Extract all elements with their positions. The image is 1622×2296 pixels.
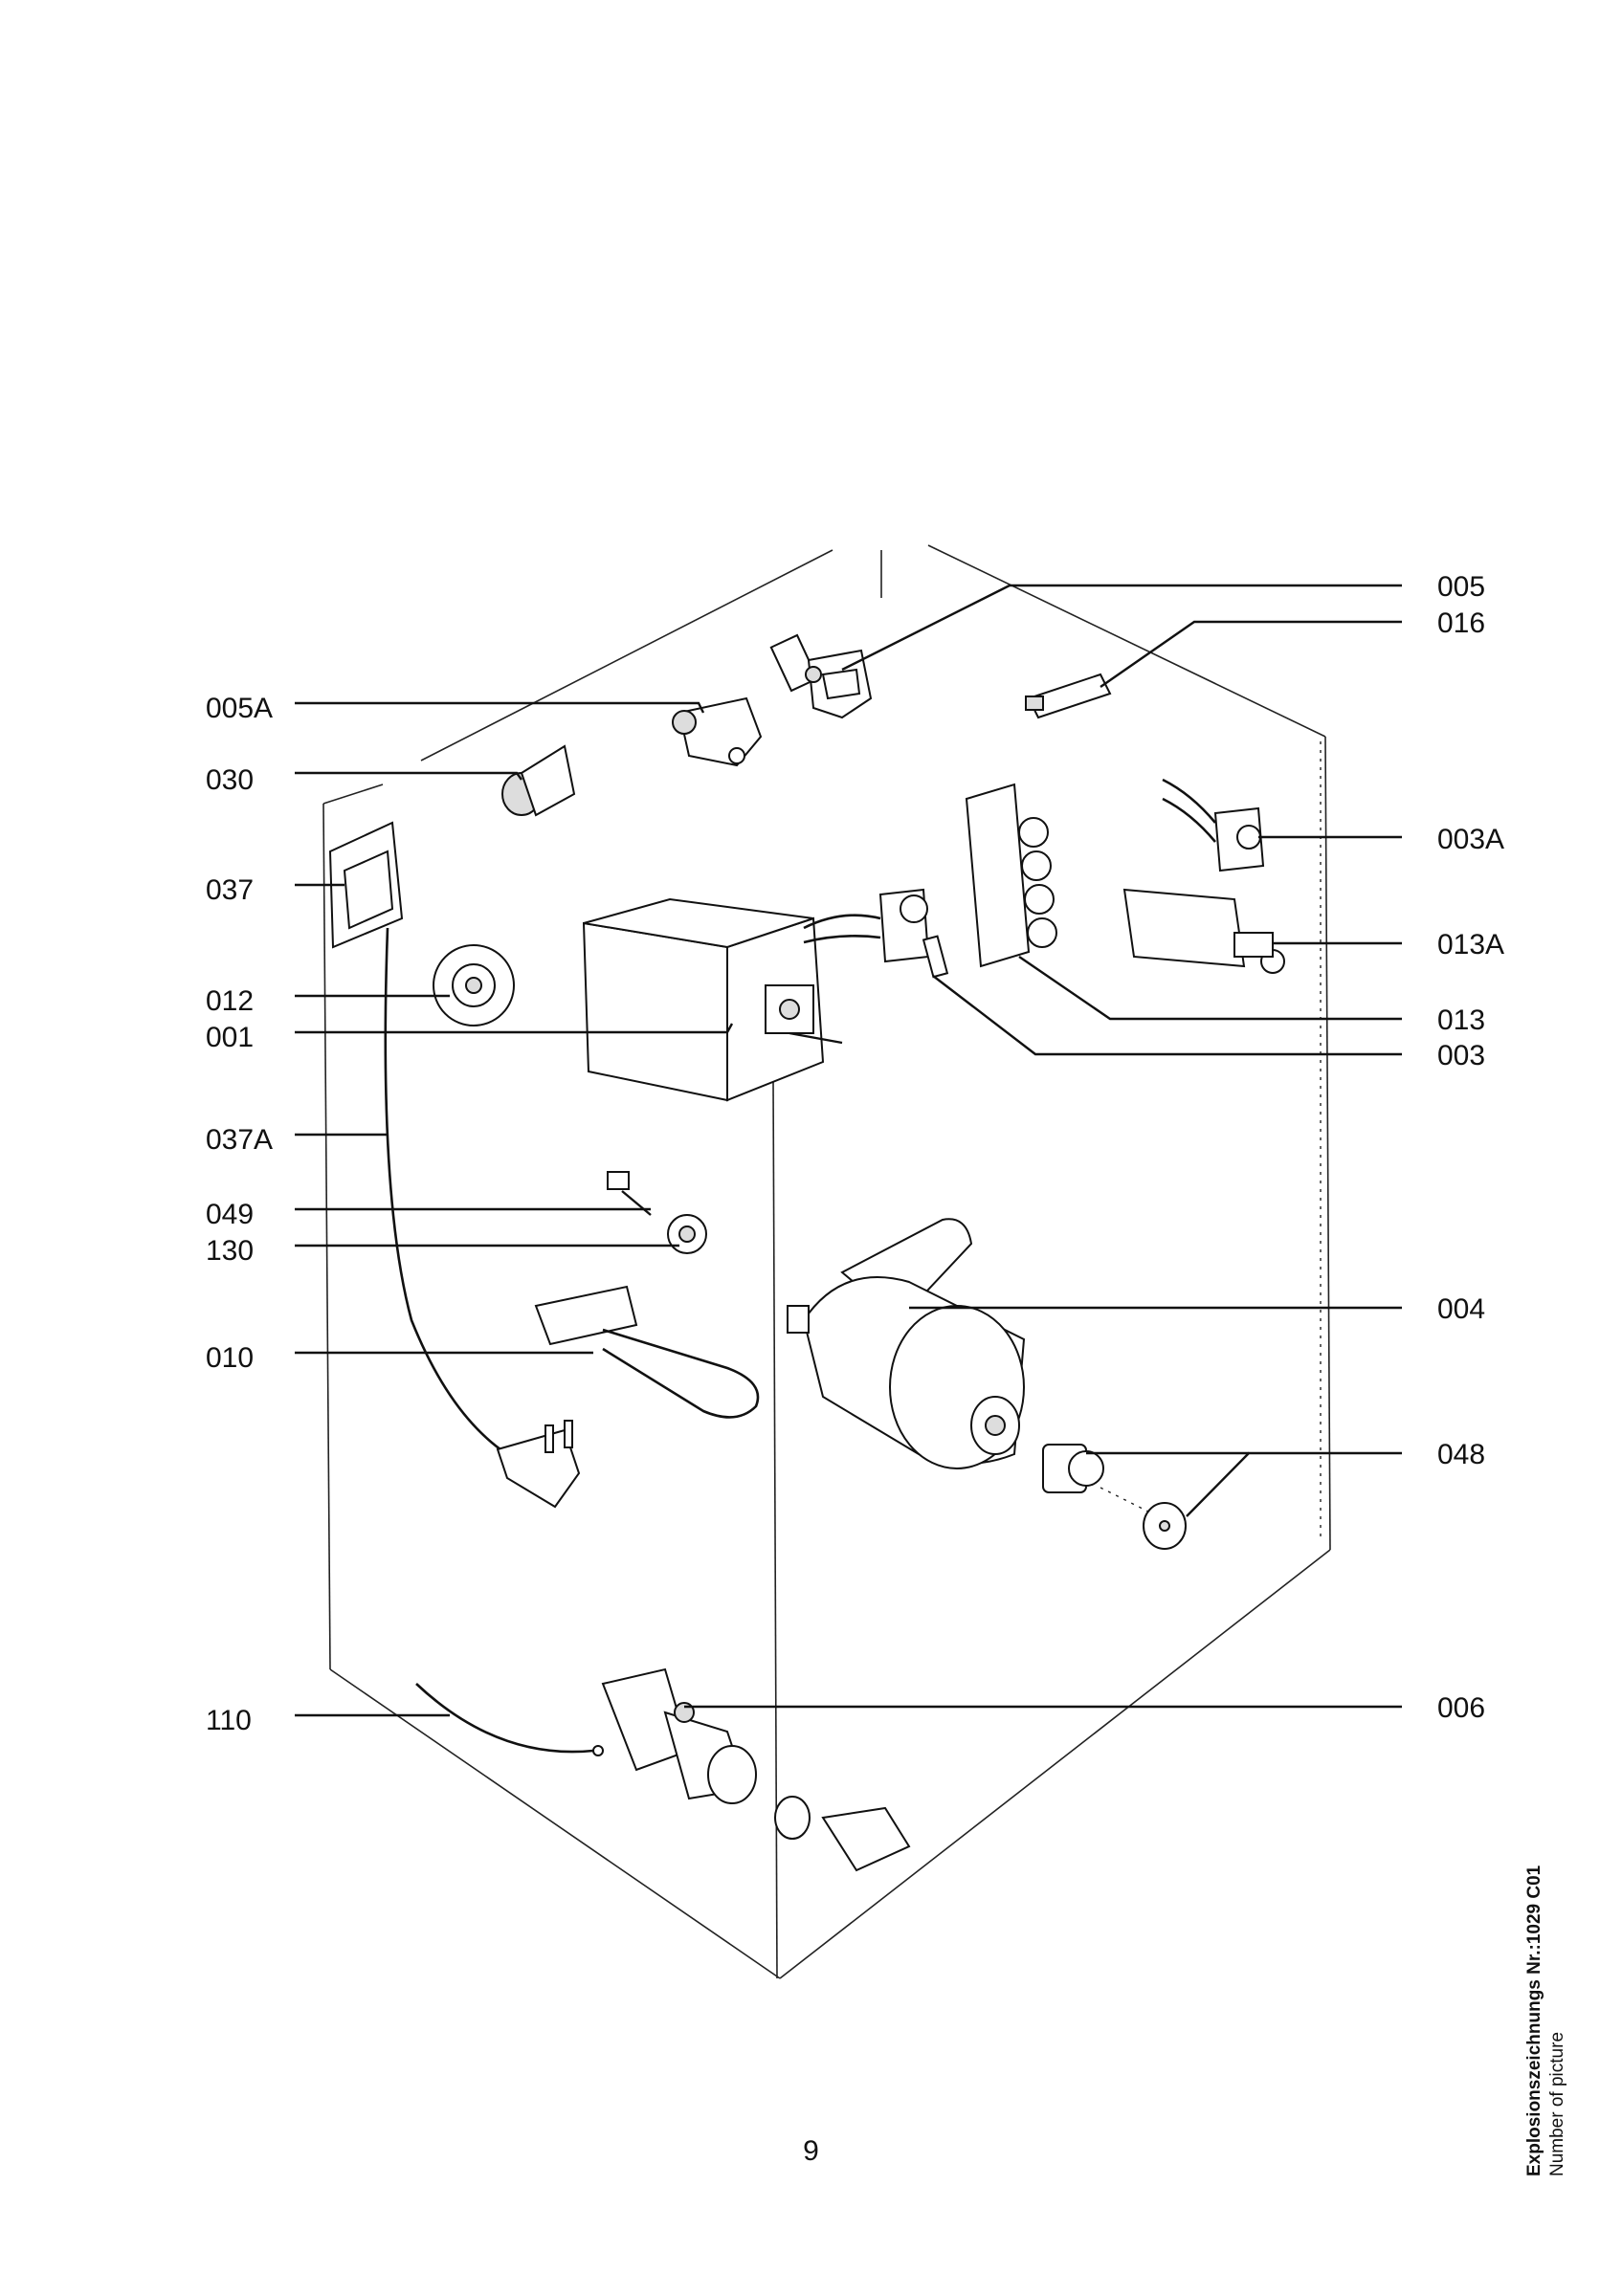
left-labels: 005A 030 037 012 001 037A 049 130 010 11… <box>206 693 273 1736</box>
part-130-thermostat <box>667 1214 707 1254</box>
label-004: 004 <box>1437 1293 1485 1325</box>
label-013: 013 <box>1437 1004 1485 1036</box>
label-030: 030 <box>206 764 254 796</box>
part-003-switch <box>803 888 949 979</box>
drawing-subtitle: Number of picture <box>1547 2031 1567 2176</box>
part-110-hose <box>415 1683 604 1756</box>
label-130: 130 <box>206 1235 254 1267</box>
label-016: 016 <box>1437 607 1485 639</box>
part-048-filter <box>1042 1444 1187 1550</box>
label-010: 010 <box>206 1342 254 1374</box>
label-001: 001 <box>206 1022 254 1053</box>
label-013A: 013A <box>1437 929 1504 960</box>
label-003: 003 <box>1437 1040 1485 1071</box>
label-048: 048 <box>1437 1439 1485 1470</box>
page-number: 9 <box>803 2135 819 2167</box>
part-037A-plug <box>496 1420 581 1509</box>
part-005A-valve <box>672 696 763 767</box>
label-012: 012 <box>206 985 254 1017</box>
drawing-title: Explosionszeichnungs Nr.:1029 C01 <box>1524 1865 1544 2176</box>
label-006: 006 <box>1437 1692 1485 1724</box>
label-110: 110 <box>206 1705 252 1736</box>
label-037: 037 <box>206 874 254 906</box>
part-012-selector <box>433 944 515 1027</box>
leader-lines <box>295 584 1402 1717</box>
part-013A-switch <box>1122 888 1285 974</box>
right-labels: 005 016 003A 013A 013 003 004 048 006 <box>1437 571 1504 1724</box>
part-037-cover <box>328 821 508 1456</box>
part-006-drain-pump <box>601 1667 911 1872</box>
part-001-programmer <box>582 897 843 1102</box>
label-005A: 005A <box>206 693 273 724</box>
part-013-pushbuttons <box>965 783 1057 968</box>
part-049-sensor <box>607 1171 652 1216</box>
label-003A: 003A <box>1437 824 1504 855</box>
label-049: 049 <box>206 1199 254 1230</box>
part-030-knob <box>501 744 576 817</box>
part-003A-switch <box>1162 778 1265 872</box>
drawing-caption: Explosionszeichnungs Nr.:1029 C01 Number… <box>1523 1775 1569 2176</box>
part-016-switch <box>1025 673 1112 719</box>
part-010-heater <box>534 1285 760 1419</box>
housing-outline <box>322 544 1331 1979</box>
part-005-valve <box>769 633 873 719</box>
part-004-motor <box>787 1218 1026 1469</box>
label-005: 005 <box>1437 571 1485 603</box>
label-037A: 037A <box>206 1124 273 1156</box>
